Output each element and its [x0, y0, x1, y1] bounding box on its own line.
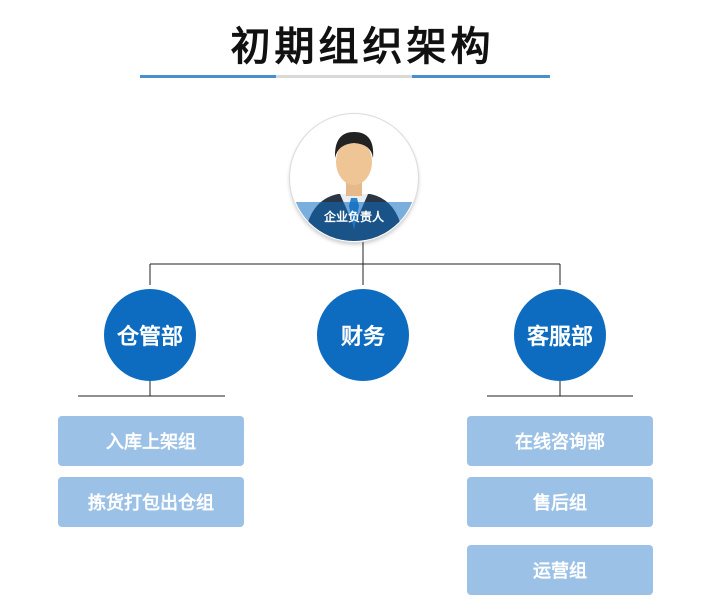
root-label: 企业负责人: [323, 210, 384, 224]
team-box: 拣货打包出仓组: [58, 477, 244, 527]
team-box: 运营组: [467, 545, 653, 595]
dept-customer-service: 客服部: [514, 289, 606, 381]
dept-finance: 财务: [317, 289, 409, 381]
dept-label: 财务: [340, 325, 385, 350]
team-box: 在线咨询部: [467, 416, 653, 466]
title-underline-left: [140, 75, 276, 78]
team-label: 运营组: [533, 561, 587, 582]
dept-warehouse: 仓管部: [104, 289, 196, 381]
dept-label: 客服部: [526, 325, 593, 350]
team-label: 在线咨询部: [515, 432, 605, 453]
team-label: 入库上架组: [106, 432, 196, 453]
dept-label: 仓管部: [116, 325, 183, 350]
team-label: 售后组: [533, 493, 587, 514]
team-label: 拣货打包出仓组: [88, 493, 214, 514]
title-underline-middle: [276, 75, 412, 78]
root-node: 企业负责人: [290, 114, 418, 242]
team-box: 售后组: [467, 477, 653, 527]
title-underline-right: [412, 75, 550, 78]
page-title: 初期组织架构: [230, 24, 495, 70]
businessman-avatar-icon: [291, 115, 417, 241]
team-box: 入库上架组: [58, 416, 244, 466]
